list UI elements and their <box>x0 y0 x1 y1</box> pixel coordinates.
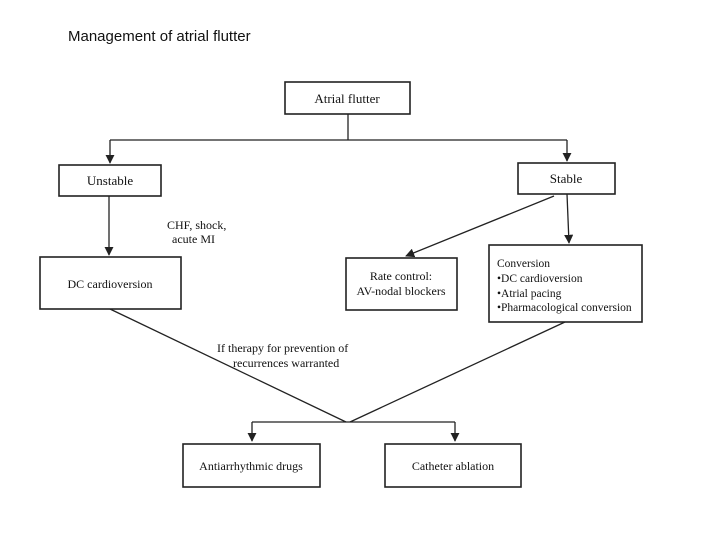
node-antiarrhythmic-label: Antiarrhythmic drugs <box>199 459 303 473</box>
node-catheter-ablation: Catheter ablation <box>384 443 522 488</box>
node-conversion-line-3: •Atrial pacing <box>497 288 562 300</box>
annotation-prevention-line-2: recurrences warranted <box>233 356 339 370</box>
connector-dc-to-merge <box>109 308 347 423</box>
node-conversion-line-2: •DC cardioversion <box>497 273 583 285</box>
node-atrial-flutter-label: Atrial flutter <box>314 91 380 106</box>
node-atrial-flutter: Atrial flutter <box>284 81 411 115</box>
node-conversion-line-1: Conversion <box>497 258 550 270</box>
node-rate-control-line-1: Rate control: <box>370 269 432 283</box>
arrow-stable-to-conversion <box>564 193 574 244</box>
annotation-unstable-line-1: CHF, shock, <box>167 218 226 232</box>
node-antiarrhythmic-drugs: Antiarrhythmic drugs <box>182 443 321 488</box>
node-dc-cardioversion: DC cardioversion <box>39 256 182 310</box>
connector-conversion-to-merge <box>349 321 566 423</box>
node-catheter-ablation-label: Catheter ablation <box>412 459 494 473</box>
arrow-stable-to-rate-control <box>405 195 555 258</box>
annotation-prevention-line-1: If therapy for prevention of <box>217 341 348 355</box>
node-conversion-line-4: •Pharmacological conversion <box>497 302 632 314</box>
node-rate-control: Rate control: AV-nodal blockers <box>345 257 458 311</box>
annotation-unstable-condition: CHF, shock, acute MI <box>167 218 226 246</box>
node-stable: Stable <box>517 162 616 195</box>
annotation-unstable-line-2: acute MI <box>172 232 215 246</box>
connectors <box>104 114 574 442</box>
node-stable-label: Stable <box>550 171 583 186</box>
node-rate-control-line-2: AV-nodal blockers <box>357 284 446 298</box>
node-unstable-label: Unstable <box>87 173 133 188</box>
annotation-prevention-condition: If therapy for prevention of recurrences… <box>217 341 348 370</box>
node-conversion: Conversion •DC cardioversion •Atrial pac… <box>488 244 643 323</box>
slide-title: Management of atrial flutter <box>68 28 251 45</box>
node-unstable: Unstable <box>58 164 162 197</box>
node-dc-cardioversion-label: DC cardioversion <box>68 277 153 291</box>
